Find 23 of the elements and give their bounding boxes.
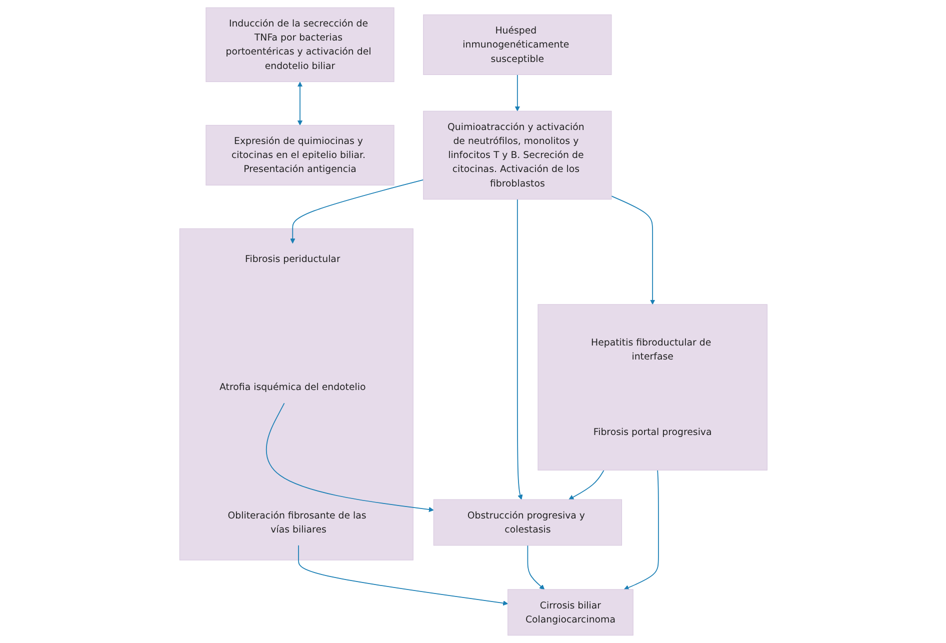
node-box: Inducción de la secrección de TNFa por bacterias portoentéricas y activación del endotelio biliar [205,7,394,82]
cluster [178,228,413,560]
arrow [623,470,658,590]
arrow [290,179,424,244]
node-text: Fibrosis portal progresiva [592,426,712,438]
arrow [296,82,302,126]
arrow [610,196,655,305]
node-text: Fibrosis periductular [244,253,340,264]
arrow [298,544,508,606]
node-box: Huésped inmunogenéticamente susceptible [422,14,612,75]
arrow [516,198,522,500]
node-text: Hepatitis fibroductular de interfase [590,336,711,362]
node-text: Atrofia isquémica del endotelio [219,381,366,393]
node-text: Obliteración fibrosante de las vías biliares [227,510,366,535]
node-box: Obstrucción progresiva y colestasis [432,499,622,546]
node-box: Cirrosis biliar Colangiocarcinoma [507,589,633,636]
cluster [537,304,768,470]
node-box: Expresión de quimiocinas y citocinas en el epitelio biliar. Presentación antigencia [205,124,394,186]
arrow [568,470,604,500]
arrow [526,544,544,590]
node-box: Quimioatracción y activación de neutrófilos, monolitos y linfocitos T y B. Secreción de citocinas. Activación de los fibroblastos [422,110,612,200]
arrow [514,74,520,112]
arrow [266,402,434,512]
